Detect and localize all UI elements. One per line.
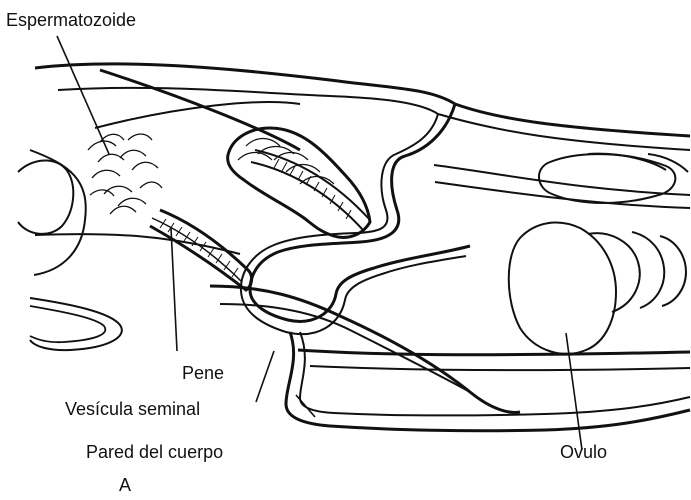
spermatozoid-cluster-left	[88, 134, 162, 214]
lower-body-wall-inner	[300, 332, 690, 415]
right-segment-wall	[455, 104, 690, 136]
right-body-line	[434, 165, 690, 195]
right-body-line-2	[435, 182, 690, 208]
right-lower-line-2	[310, 366, 690, 370]
left-lower-lobe	[30, 298, 122, 350]
right-lower-line	[298, 350, 690, 355]
label-ovulo: Ovulo	[560, 442, 607, 462]
ovum-cluster	[509, 154, 688, 354]
seminal-vesicle	[228, 128, 370, 237]
label-pene: Pene	[182, 363, 224, 383]
vesicle-duct	[251, 150, 370, 230]
upper-body-wall	[35, 64, 455, 104]
upper-body-wall-inner	[58, 88, 438, 114]
label-vesicula-seminal: Vesícula seminal	[65, 399, 200, 419]
left-small-ovoid	[18, 160, 73, 233]
left-shell-outer	[30, 150, 86, 275]
panel-label-a: A	[119, 475, 131, 495]
label-espermatozoide: Espermatozoide	[6, 10, 136, 30]
label-pared-del-cuerpo: Pared del cuerpo	[86, 442, 223, 462]
body-wall-fold	[250, 104, 470, 321]
penis-tube	[150, 210, 252, 290]
right-segment-wall-inner	[438, 114, 690, 150]
